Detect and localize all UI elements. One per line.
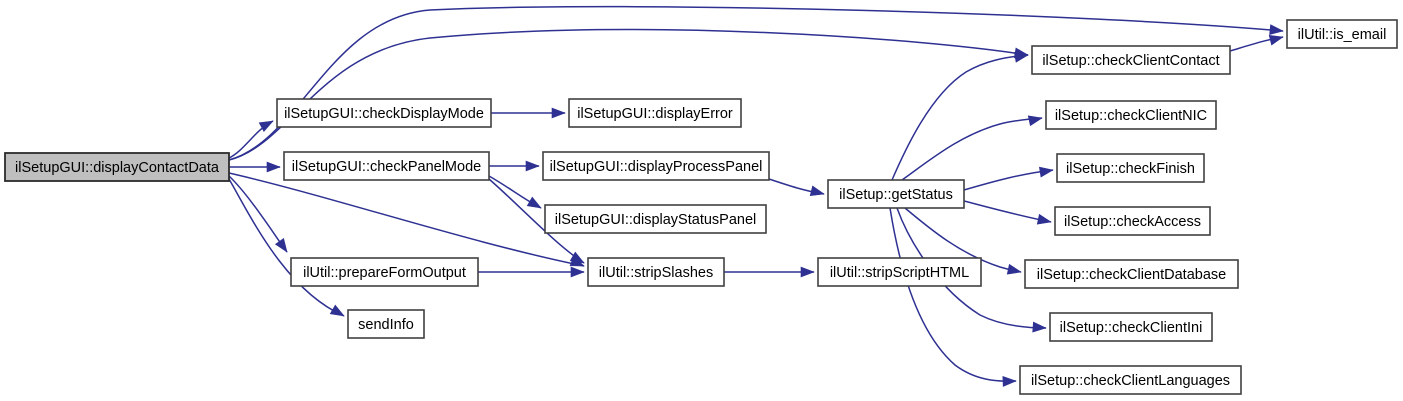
edge-getStatus-to-checkFinish [963, 169, 1054, 191]
node-checkClientNIC[interactable]: ilSetup::checkClientNIC [1045, 100, 1217, 130]
node-box-displayError[interactable] [568, 98, 742, 128]
node-displayStatusPanel[interactable]: ilSetupGUI::displayStatusPanel [544, 204, 767, 234]
arrowhead-icon [329, 304, 345, 317]
edge-displayContactData-to-is_email [228, 5, 1284, 161]
node-sendInfo[interactable]: sendInfo [347, 309, 425, 339]
arrowhead-icon [1039, 166, 1054, 178]
arrowhead-icon [551, 107, 566, 119]
node-box-checkClientIni[interactable] [1049, 312, 1213, 342]
node-stripSlashes[interactable]: ilUtil::stripSlashes [587, 257, 725, 287]
node-box-is_email[interactable] [1286, 19, 1398, 49]
node-box-displayContactData[interactable] [4, 152, 230, 182]
node-box-checkAccess[interactable] [1054, 206, 1211, 236]
arrowheads-layer [258, 24, 1284, 387]
node-stripScriptHTML[interactable]: ilUtil::stripScriptHTML [817, 257, 982, 287]
edge-getStatus-to-checkClientIni [896, 207, 1047, 329]
node-box-checkFinish[interactable] [1056, 153, 1205, 183]
edge-displayContactData-to-stripSlashes [228, 172, 585, 267]
node-checkAccess[interactable]: ilSetup::checkAccess [1054, 206, 1211, 236]
arrowhead-icon [809, 185, 825, 197]
nodes-layer: ilSetupGUI::displayContactDatailSetupGUI… [4, 19, 1398, 395]
arrowhead-icon [1268, 34, 1284, 46]
node-is_email[interactable]: ilUtil::is_email [1286, 19, 1398, 49]
node-box-getStatus[interactable] [827, 179, 965, 209]
arrowhead-icon [1002, 376, 1017, 387]
node-checkDisplayMode[interactable]: ilSetupGUI::checkDisplayMode [276, 98, 492, 128]
arrowhead-icon [266, 161, 281, 173]
arrowhead-icon [258, 120, 274, 133]
node-checkFinish[interactable]: ilSetup::checkFinish [1056, 153, 1205, 183]
node-displayError[interactable]: ilSetupGUI::displayError [568, 98, 742, 128]
arrowhead-icon [1036, 213, 1052, 225]
node-getStatus[interactable]: ilSetup::getStatus [827, 179, 965, 209]
node-checkClientLanguages[interactable]: ilSetup::checkClientLanguages [1019, 365, 1242, 395]
node-box-checkClientNIC[interactable] [1045, 100, 1217, 130]
arrowhead-icon [274, 237, 288, 253]
node-checkPanelMode[interactable]: ilSetupGUI::checkPanelMode [283, 151, 490, 181]
arrowhead-icon [569, 251, 585, 264]
node-box-stripSlashes[interactable] [587, 257, 725, 287]
arrowhead-icon [1027, 115, 1043, 127]
arrowhead-icon [1006, 263, 1022, 275]
node-checkClientIni[interactable]: ilSetup::checkClientIni [1049, 312, 1213, 342]
edge-displayContactData-to-sendInfo [228, 178, 345, 317]
arrowhead-icon [570, 266, 585, 278]
node-box-checkClientDatabase[interactable] [1024, 259, 1239, 289]
node-displayContactData[interactable]: ilSetupGUI::displayContactData [4, 152, 230, 182]
arrowhead-icon [525, 160, 540, 172]
node-prepareFormOutput[interactable]: ilUtil::prepareFormOutput [290, 257, 479, 287]
node-displayProcessPanel[interactable]: ilSetupGUI::displayProcessPanel [542, 151, 770, 181]
arrowhead-icon [1032, 321, 1047, 333]
node-box-checkClientLanguages[interactable] [1019, 365, 1242, 395]
node-box-displayStatusPanel[interactable] [544, 204, 767, 234]
arrowhead-icon [526, 196, 542, 209]
node-box-prepareFormOutput[interactable] [290, 257, 479, 287]
node-box-stripScriptHTML[interactable] [817, 257, 982, 287]
arrowhead-icon [1269, 24, 1284, 36]
arrowhead-icon [1013, 51, 1029, 63]
node-box-displayProcessPanel[interactable] [542, 151, 770, 181]
node-box-checkDisplayMode[interactable] [276, 98, 492, 128]
node-box-sendInfo[interactable] [347, 309, 425, 339]
node-box-checkClientContact[interactable] [1031, 45, 1231, 75]
node-checkClientContact[interactable]: ilSetup::checkClientContact [1031, 45, 1231, 75]
edge-displayContactData-to-prepareFormOutput [228, 175, 288, 253]
edge-getStatus-to-checkClientContact [891, 54, 1029, 181]
arrowhead-icon [800, 266, 815, 278]
node-box-checkPanelMode[interactable] [283, 151, 490, 181]
node-checkClientDatabase[interactable]: ilSetup::checkClientDatabase [1024, 259, 1239, 289]
edge-getStatus-to-checkClientLanguages [889, 207, 1017, 382]
edge-getStatus-to-checkAccess [963, 200, 1052, 223]
edge-getStatus-to-checkClientNIC [901, 117, 1043, 181]
